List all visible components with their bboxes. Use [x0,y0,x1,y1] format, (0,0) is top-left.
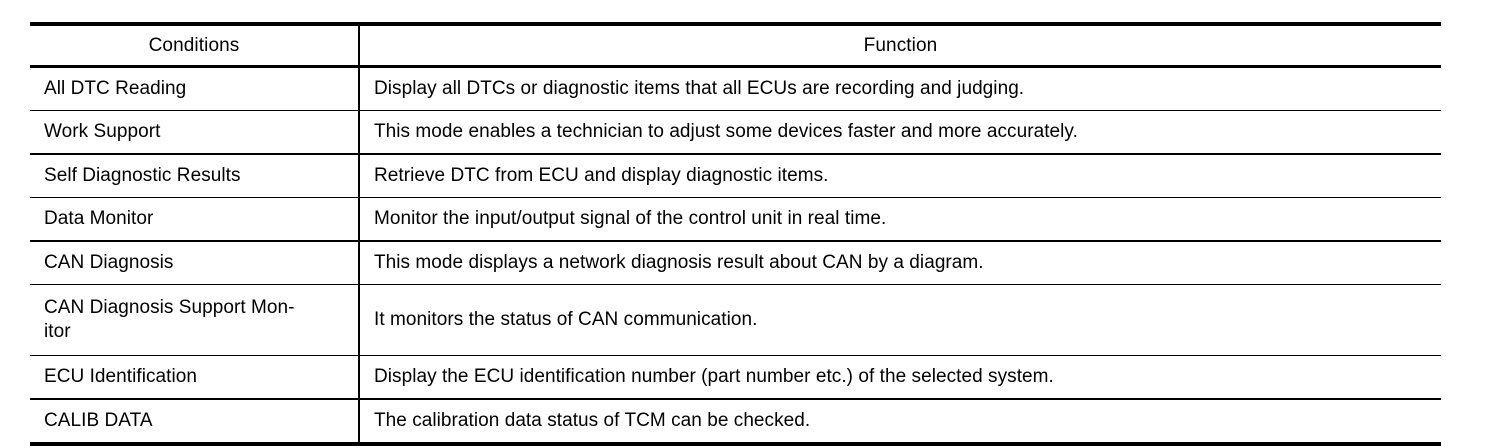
cell-condition-line-2: itor [44,321,71,342]
cell-function: Display the ECU identification number (p… [359,355,1441,400]
table-body: All DTC Reading Display all DTCs or diag… [30,66,1441,446]
cell-function: Monitor the input/output signal of the c… [359,197,1441,242]
cell-function: It monitors the status of CAN communicat… [359,284,1441,356]
cell-condition-line-1: CAN Diagnosis Support Mon- [44,297,295,318]
table-row: ECU Identification Display the ECU ident… [30,355,1441,400]
cell-function: Retrieve DTC from ECU and display diagno… [359,154,1441,198]
cell-function: This mode enables a technician to adjust… [359,110,1441,155]
cell-condition: Work Support [30,110,360,155]
table-row: Work Support This mode enables a technic… [30,110,1441,155]
cell-condition: CALIB DATA [30,399,360,446]
cell-function: Display all DTCs or diagnostic items tha… [359,66,1441,111]
cell-condition: All DTC Reading [30,66,360,111]
table-row: CAN Diagnosis Support Mon- itor It monit… [30,284,1441,356]
cell-condition: ECU Identification [30,355,360,400]
cell-function: This mode displays a network diagnosis r… [359,241,1441,285]
column-header-conditions: Conditions [30,22,360,68]
cell-condition: CAN Diagnosis Support Mon- itor [30,284,360,356]
conditions-function-table: Conditions Function All DTC Reading Disp… [30,22,1441,446]
cell-condition: Self Diagnostic Results [30,154,360,198]
cell-condition: CAN Diagnosis [30,241,360,285]
table-row: Data Monitor Monitor the input/output si… [30,197,1441,242]
cell-condition: Data Monitor [30,197,360,242]
column-header-function: Function [359,22,1441,68]
table-header: Conditions Function [30,22,1441,68]
table-header-row: Conditions Function [30,22,1441,68]
table-row: CAN Diagnosis This mode displays a netwo… [30,241,1441,285]
cell-function: The calibration data status of TCM can b… [359,399,1441,446]
table-row: CALIB DATA The calibration data status o… [30,399,1441,446]
table-row: All DTC Reading Display all DTCs or diag… [30,66,1441,111]
spec-table-container: Conditions Function All DTC Reading Disp… [30,22,1441,446]
table-row: Self Diagnostic Results Retrieve DTC fro… [30,154,1441,198]
